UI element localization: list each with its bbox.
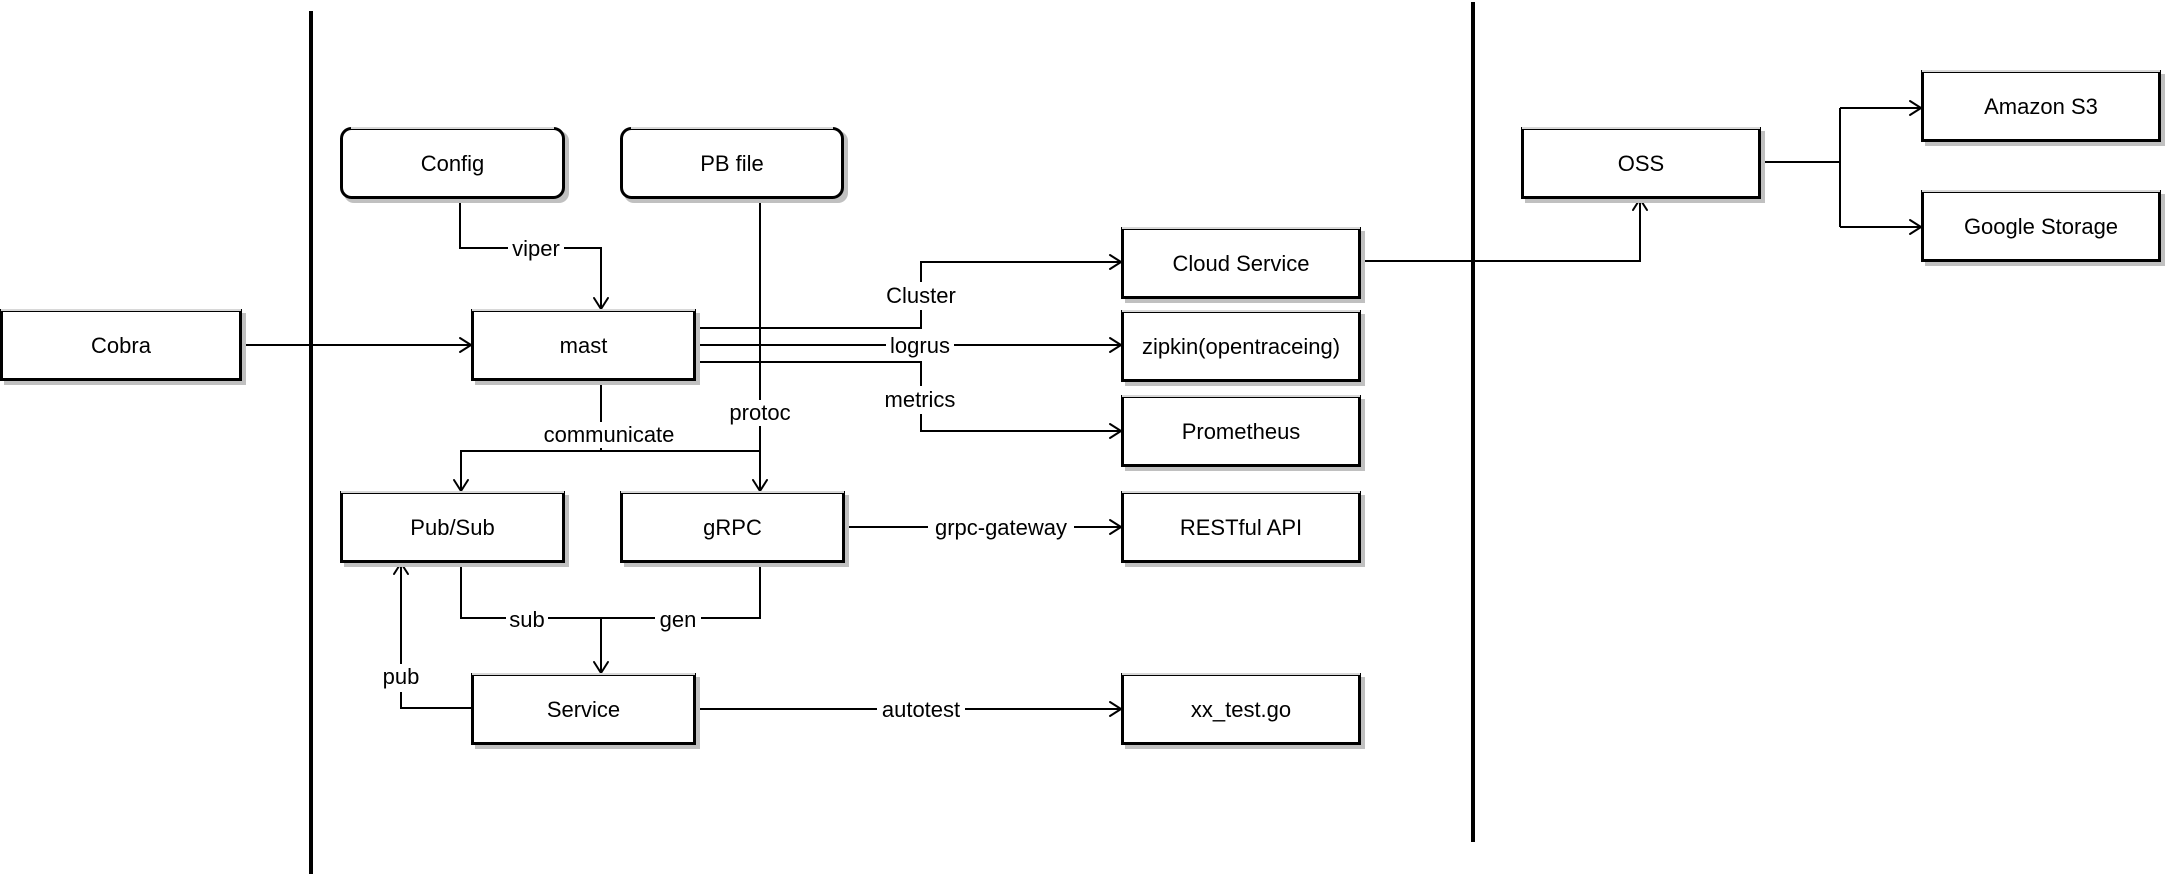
edge-pubsub-service: sub gen	[460, 563, 761, 674]
edge-label-metrics: metrics	[885, 387, 956, 412]
edge-mast-pubsub: communicate	[453, 381, 760, 492]
node-gcs[interactable]: Google Storage	[1921, 190, 2165, 266]
edge-service-pubsub: pub	[378, 562, 471, 709]
node-xxtest[interactable]: xx_test.go	[1121, 673, 1365, 749]
edge-label-logrus: logrus	[890, 333, 950, 358]
edge-grpc-restful: grpc-gateway	[845, 514, 1122, 540]
edge-label-viper: viper	[512, 236, 560, 261]
edge-label-gen: gen	[660, 607, 697, 632]
node-label: OSS	[1618, 151, 1664, 176]
edge-mast-zipkin: logrus	[696, 333, 1122, 358]
node-label: xx_test.go	[1191, 697, 1291, 722]
node-mast[interactable]: mast	[471, 309, 700, 385]
node-label: Pub/Sub	[410, 515, 494, 540]
edge-label-sub: sub	[509, 607, 544, 632]
node-label: RESTful API	[1180, 515, 1302, 540]
node-cloud[interactable]: Cloud Service	[1121, 227, 1365, 303]
edge-config-mast: viper	[459, 199, 609, 310]
node-box	[340, 491, 565, 563]
node-label: PB file	[700, 151, 764, 176]
node-label: Service	[547, 697, 620, 722]
node-box	[471, 309, 696, 381]
node-restful[interactable]: RESTful API	[1121, 491, 1365, 567]
node-label: gRPC	[703, 515, 762, 540]
node-oss[interactable]: OSS	[1521, 127, 1765, 203]
node-pubsub[interactable]: Pub/Sub	[340, 491, 569, 567]
node-config[interactable]: Config	[340, 127, 570, 203]
edge-label-grpc-gateway: grpc-gateway	[935, 515, 1067, 540]
node-s3[interactable]: Amazon S3	[1921, 70, 2165, 146]
node-label: Google Storage	[1964, 214, 2118, 239]
edge-cobra-mast	[242, 337, 472, 353]
node-label: Amazon S3	[1984, 94, 2098, 119]
node-zipkin[interactable]: zipkin(opentraceing)	[1121, 310, 1365, 386]
edge-service-xxtest: autotest	[696, 697, 1122, 723]
edge-label-protoc: protoc	[729, 400, 790, 425]
edge-label-autotest: autotest	[882, 697, 960, 722]
edge-label-communicate: communicate	[544, 422, 675, 447]
edge-pbfile-grpc: protoc	[726, 199, 794, 492]
edge-label-pub: pub	[383, 664, 420, 689]
node-box	[471, 673, 696, 745]
node-label: Config	[421, 151, 485, 176]
edge-mast-cloud: Cluster	[696, 254, 1122, 329]
node-box	[0, 309, 242, 381]
edge-label-cluster: Cluster	[886, 283, 956, 308]
node-pbfile[interactable]: PB file	[620, 127, 849, 203]
node-label: zipkin(opentraceing)	[1142, 334, 1340, 359]
node-box	[1121, 491, 1361, 563]
edge-oss-storage	[1761, 100, 1922, 235]
node-label: Prometheus	[1182, 419, 1301, 444]
node-box	[1921, 70, 2161, 142]
node-service[interactable]: Service	[471, 673, 700, 749]
node-label: Cloud Service	[1173, 251, 1310, 276]
node-cobra[interactable]: Cobra	[0, 309, 246, 385]
edge-mast-prometheus: metrics	[696, 361, 1122, 439]
node-prometheus[interactable]: Prometheus	[1121, 395, 1365, 471]
node-label: mast	[560, 333, 608, 358]
node-box	[1121, 310, 1361, 382]
edge-cloud-oss	[1361, 198, 1648, 262]
node-box	[1121, 395, 1361, 467]
node-box	[1121, 227, 1361, 299]
node-grpc[interactable]: gRPC	[620, 491, 849, 567]
node-label: Cobra	[91, 333, 152, 358]
node-box	[1521, 127, 1761, 199]
